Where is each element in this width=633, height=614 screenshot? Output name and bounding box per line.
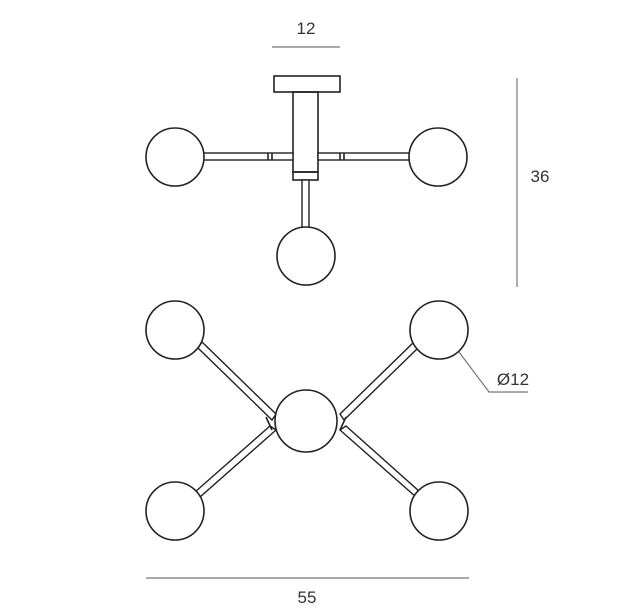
canopy-width-dimension: 12: [272, 19, 340, 48]
side-right-globe: [408, 127, 468, 187]
top-globe-upper-left: [145, 300, 205, 360]
top-globe-center: [274, 389, 338, 453]
top-globe-lower-right: [409, 481, 469, 541]
top-globe-lower-left: [145, 481, 205, 541]
canopy-width-label: 12: [297, 19, 316, 38]
top-arm-lower-right: [338, 425, 421, 499]
side-view: [145, 75, 468, 286]
top-arm-lower-left: [193, 425, 278, 498]
globe-diameter-dimension: Ø12: [458, 351, 529, 393]
side-right-arm: [317, 152, 411, 161]
center-stem: [292, 91, 319, 173]
globe-diameter-leader: [458, 351, 528, 393]
total-width-label: 55: [298, 588, 317, 607]
ceiling-canopy: [273, 75, 341, 93]
top-globe-upper-right: [409, 300, 469, 360]
side-bottom-globe: [276, 226, 336, 286]
top-arm-upper-left: [197, 340, 277, 422]
globe-diameter-label: Ø12: [497, 370, 529, 389]
total-width-dimension: 55: [146, 577, 469, 607]
side-left-arm: [202, 152, 294, 161]
height-label: 36: [531, 167, 550, 186]
top-joint-left: [265, 416, 273, 431]
top-arm-upper-right: [339, 340, 419, 422]
stem-collar: [292, 171, 319, 181]
height-dimension: 36: [516, 78, 550, 287]
side-left-globe: [145, 127, 205, 187]
side-down-arm: [301, 179, 310, 231]
top-joint-right: [339, 416, 347, 431]
top-view: [145, 300, 469, 541]
